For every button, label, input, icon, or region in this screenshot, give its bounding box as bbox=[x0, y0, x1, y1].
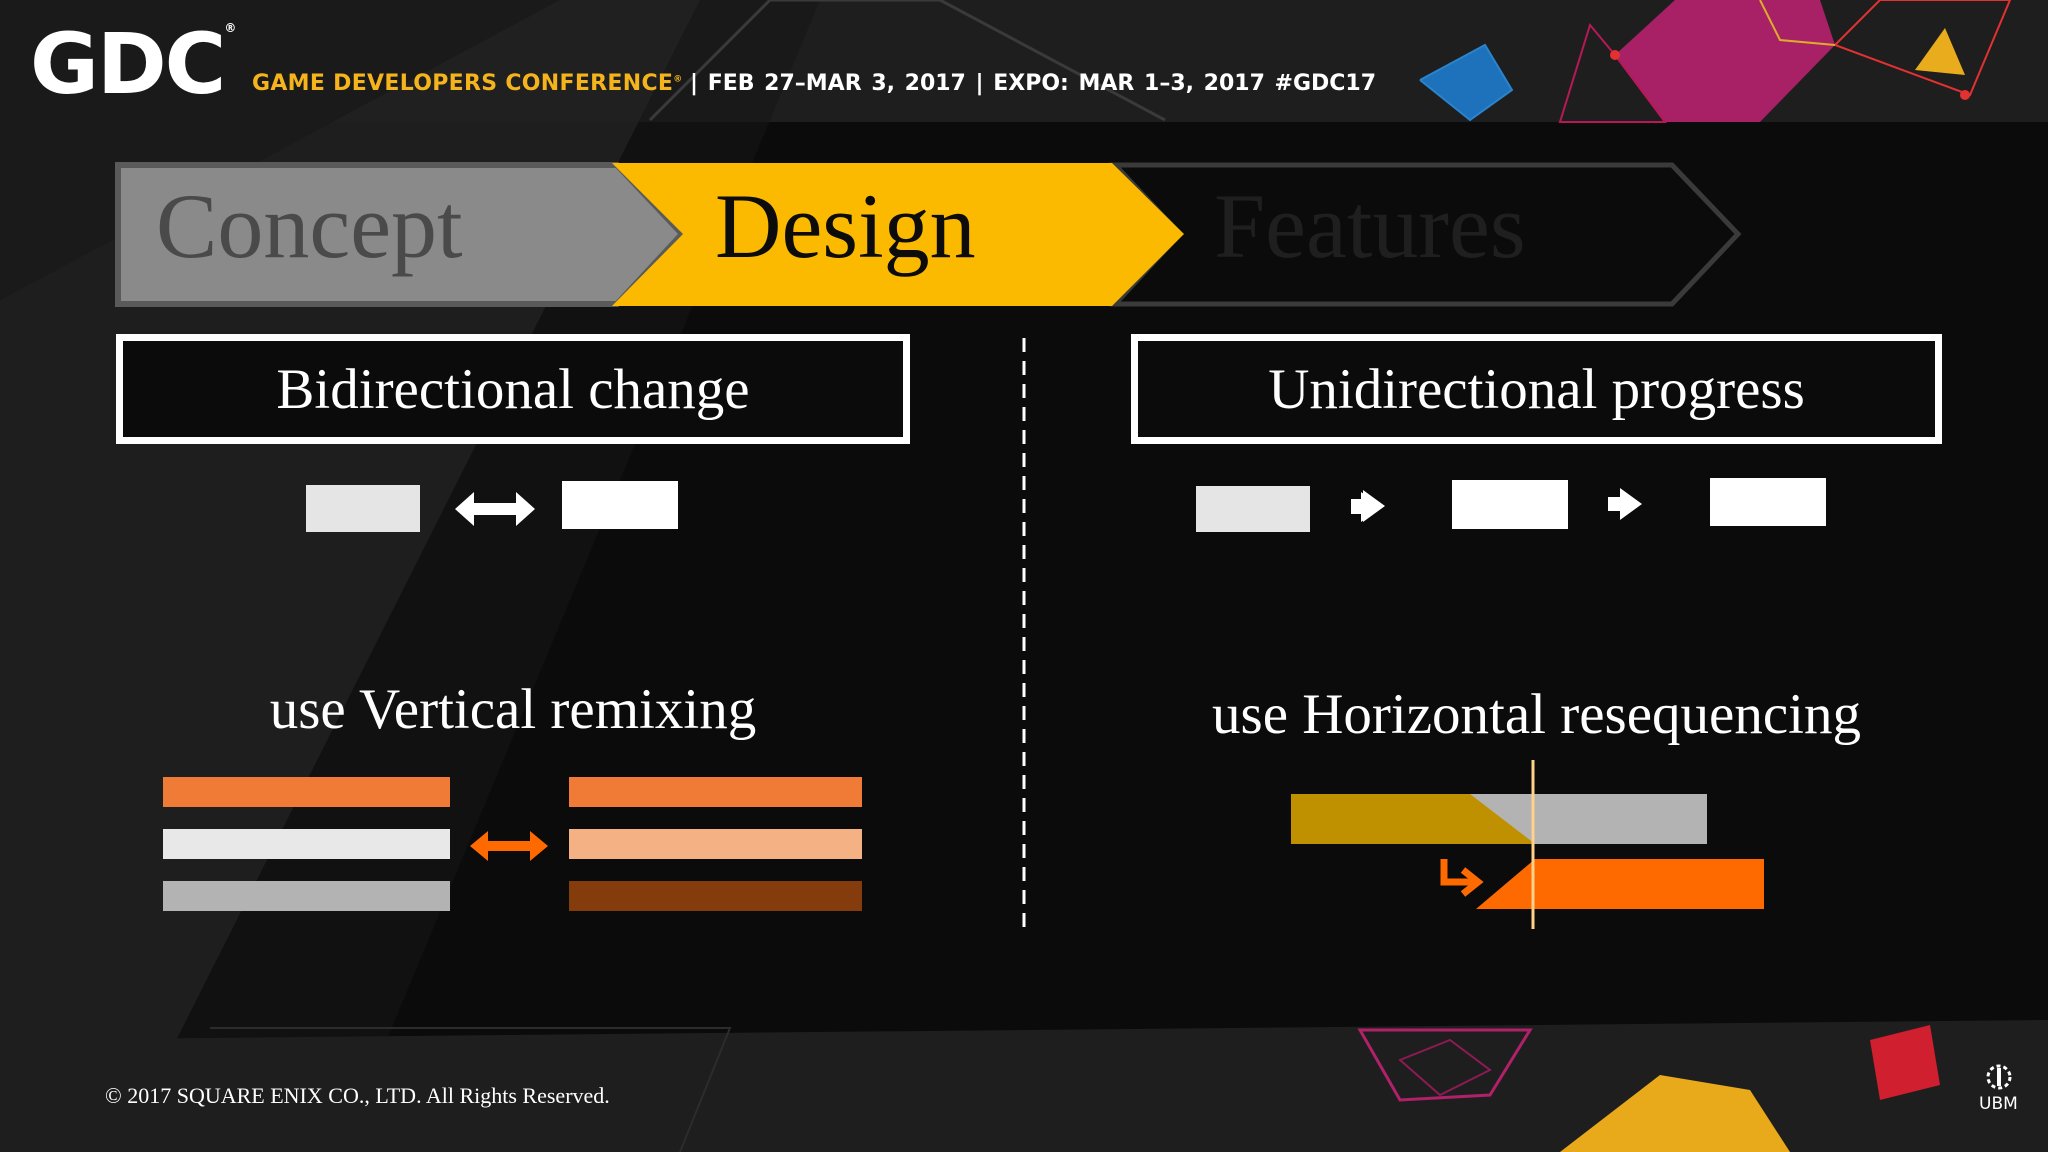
decorative-gems-top bbox=[1419, 0, 2012, 123]
bidirectional-arrow-icon bbox=[455, 492, 535, 526]
progress-box-2 bbox=[1452, 480, 1568, 529]
left-subheading: use Vertical remixing bbox=[269, 678, 757, 741]
ubm-logo-icon bbox=[1986, 1064, 2012, 1090]
conference-dates: | FEB 27–MAR 3, 2017 | EXPO: MAR 1–3, 20… bbox=[690, 71, 1377, 96]
progress-box-1 bbox=[1196, 486, 1310, 532]
state-box-a bbox=[306, 485, 420, 532]
copyright-notice: © 2017 SQUARE ENIX CO., LTD. All Rights … bbox=[105, 1083, 610, 1108]
left-heading-box: Bidirectional change bbox=[116, 334, 910, 444]
remix-arrow-icon bbox=[470, 831, 548, 861]
stem-b-3 bbox=[569, 881, 862, 911]
right-heading: Unidirectional progress bbox=[1268, 357, 1805, 421]
stem-b-2 bbox=[569, 829, 862, 859]
right-subheading: use Horizontal resequencing bbox=[1212, 683, 1861, 746]
transition-arrow-icon bbox=[1440, 859, 1484, 897]
gdc-logo: GDC® bbox=[30, 15, 237, 113]
conference-name: GAME DEVELOPERS CONFERENCE® bbox=[252, 71, 683, 96]
stem-a-2 bbox=[163, 829, 450, 859]
decorative-gems-bottom bbox=[210, 1025, 1940, 1152]
segment-next bbox=[1476, 859, 1764, 909]
ubm-label: UBM bbox=[1979, 1094, 2018, 1114]
right-heading-box: Unidirectional progress bbox=[1131, 334, 1942, 444]
stem-a-1 bbox=[163, 777, 450, 807]
design-chevron bbox=[612, 163, 1184, 306]
stem-b-1 bbox=[569, 777, 862, 807]
step-features-label: Features bbox=[1214, 175, 1526, 277]
state-box-b bbox=[562, 481, 678, 529]
left-heading: Bidirectional change bbox=[276, 357, 750, 421]
forward-arrow-1-icon bbox=[1351, 490, 1385, 522]
progress-box-3 bbox=[1710, 478, 1826, 526]
stem-a-3 bbox=[163, 881, 450, 911]
step-design-label: Design bbox=[715, 175, 976, 277]
segment-current-fill bbox=[1291, 794, 1535, 844]
step-concept-label: Concept bbox=[156, 175, 463, 277]
forward-arrow-2-icon bbox=[1608, 488, 1642, 520]
